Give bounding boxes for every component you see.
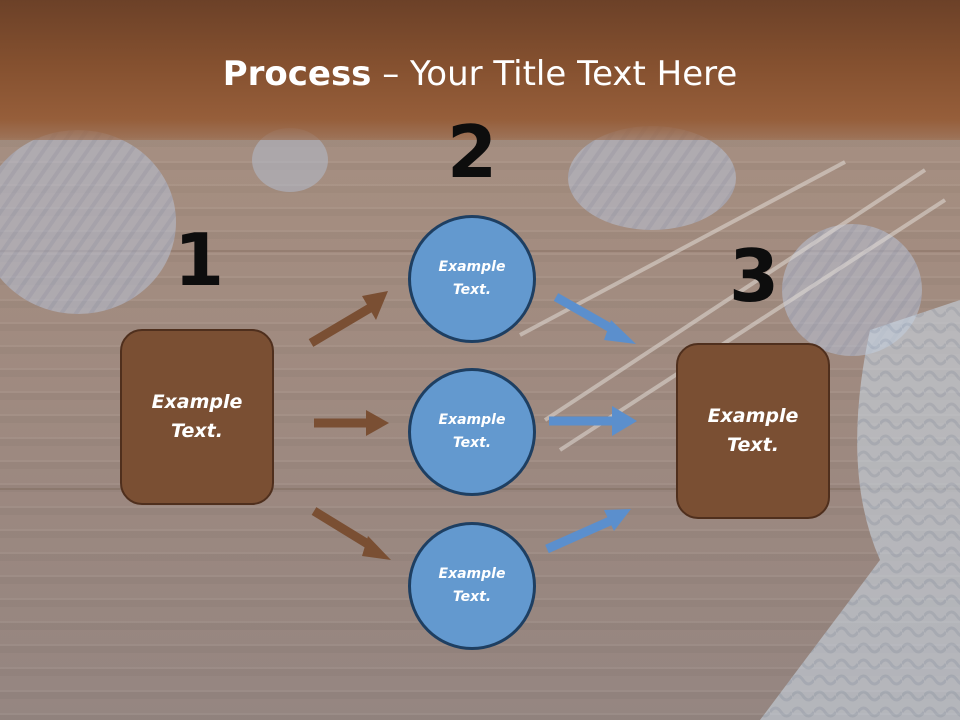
process-circle-top: Example Text.	[408, 215, 536, 343]
arrow-blue-right	[549, 406, 637, 436]
circle-middle-line-1: Example	[438, 412, 506, 428]
process-box-right: Example Text.	[676, 343, 830, 519]
yarn-ball-left	[0, 130, 176, 314]
box-left-line-1: Example	[151, 391, 243, 413]
arrow-blue-up	[545, 509, 631, 554]
circle-middle-line-2: Text.	[452, 435, 492, 451]
process-circle-bottom: Example Text.	[408, 522, 536, 650]
box-right-line-1: Example	[707, 405, 799, 427]
yarn-ball-top	[568, 126, 736, 230]
knitted-scarf	[760, 300, 960, 720]
arrow-brown-down	[311, 507, 391, 560]
yarn-ball-small	[252, 128, 328, 192]
step-number-1: 1	[173, 218, 225, 302]
process-circle-middle: Example Text.	[408, 368, 536, 496]
slide-title: Process – Your Title Text Here	[0, 52, 960, 96]
arrow-brown-up	[308, 291, 388, 347]
circle-top-line-1: Example	[438, 259, 506, 275]
process-box-left: Example Text.	[120, 329, 274, 505]
box-left-line-2: Text.	[171, 420, 223, 442]
arrow-blue-down	[553, 293, 636, 344]
box-right-line-2: Text.	[727, 434, 779, 456]
title-bold: Process	[222, 54, 372, 94]
title-rest: – Your Title Text Here	[371, 54, 738, 94]
circle-bottom-line-2: Text.	[452, 589, 492, 605]
arrow-brown-right	[314, 410, 389, 436]
circle-bottom-line-1: Example	[438, 566, 506, 582]
step-number-3: 3	[728, 234, 780, 318]
step-number-2: 2	[446, 110, 498, 194]
circle-top-line-2: Text.	[452, 282, 492, 298]
yarn-ball-right	[782, 224, 922, 356]
header-band	[0, 0, 960, 140]
